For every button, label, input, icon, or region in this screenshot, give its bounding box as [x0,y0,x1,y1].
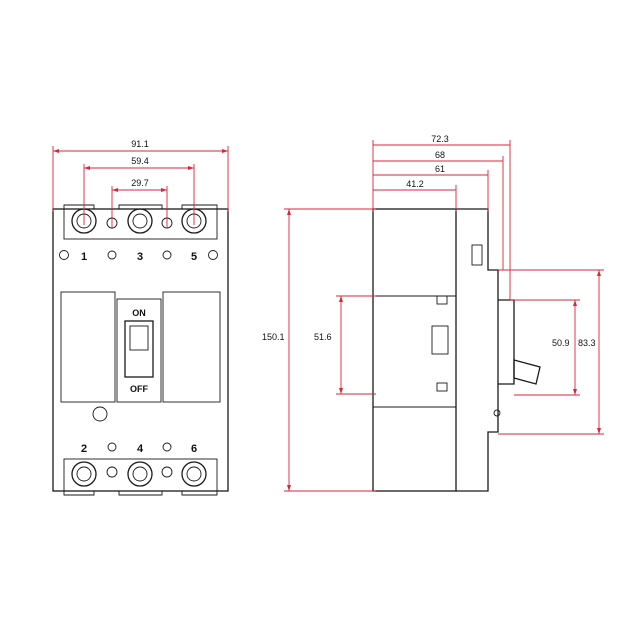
side-connector [471,244,483,266]
left-cover-panel [60,291,116,403]
top-terminal-tabs [63,204,218,209]
bottom-terminal-tabs [63,491,218,496]
terminal-label-1: 1 [81,251,87,263]
right-cover-panel [162,291,221,403]
terminal-label-5: 5 [191,251,197,263]
dim-arrow [112,188,118,192]
side-handle-lever[interactable] [513,359,541,385]
mount-screw-top-left [59,250,69,260]
dim-arrow [339,388,343,394]
dim-arrow [339,296,343,302]
terminal-label-2: 2 [81,443,87,455]
toggle-lever[interactable] [129,325,149,351]
handle-slot[interactable] [124,320,154,378]
bottom-small-screw-left [107,442,117,452]
dim-arrow [84,166,90,170]
dim-label-68: 68 [435,150,445,160]
bottom-small-screw-right [162,442,172,452]
dim-arrow [161,188,167,192]
trip-test-button[interactable] [92,406,108,422]
switch-off-label: OFF [130,384,148,394]
terminal-label-6: 6 [191,443,197,455]
dim-arrow [287,485,291,491]
dim-label-41: 41.2 [406,179,424,189]
dim-arrow [573,389,577,395]
side-handle-base [498,299,515,385]
dim-label-59: 59.4 [131,156,149,166]
dim-label-61: 61 [435,164,445,174]
switch-on-label: ON [132,308,146,318]
dim-label-51-6: 51.6 [314,332,332,342]
top-small-screw-left [107,250,117,260]
top-small-screw-right [162,250,172,260]
bottom-terminal-screw-2 [71,461,97,487]
bottom-terminal-block [63,458,218,492]
dim-arrow [597,270,601,276]
side-clip-top [436,295,448,305]
front-dimensions: 91.1 59.4 29.7 [52,139,229,228]
mount-screw-top-right [208,250,218,260]
dim-label-83-3: 83.3 [578,338,596,348]
side-dimensions: 72.3 68 61 41.2 150.1 51.6 50.9 83.3 [262,134,604,492]
side-view [372,208,541,492]
side-clip-bottom [436,382,448,392]
terminal-label-4: 4 [137,443,144,455]
side-pivot [493,409,501,417]
handle-housing [116,298,162,403]
side-base-body [372,208,457,492]
dim-label-29: 29.7 [131,178,149,188]
dim-arrow [188,166,194,170]
bottom-aux-hole-left [106,466,118,478]
bottom-terminal-screw-4 [127,461,153,487]
bottom-terminal-screw-6 [181,461,207,487]
terminal-label-3: 3 [137,251,143,263]
dim-arrow [53,149,59,153]
side-cover-profile [456,208,499,492]
dim-label-72: 72.3 [431,134,449,144]
side-latch [431,325,449,355]
dim-arrow [222,149,228,153]
dim-arrow [597,428,601,434]
dim-arrow [287,209,291,215]
dim-label-50-9: 50.9 [552,338,570,348]
dim-label-150: 150.1 [262,332,285,342]
dim-label-91: 91.1 [131,139,149,149]
front-view: 1 3 5 ON OFF 2 4 6 [52,204,229,496]
bottom-aux-hole-right [161,466,173,478]
top-terminal-screw-3 [127,208,153,234]
dim-arrow [573,300,577,306]
